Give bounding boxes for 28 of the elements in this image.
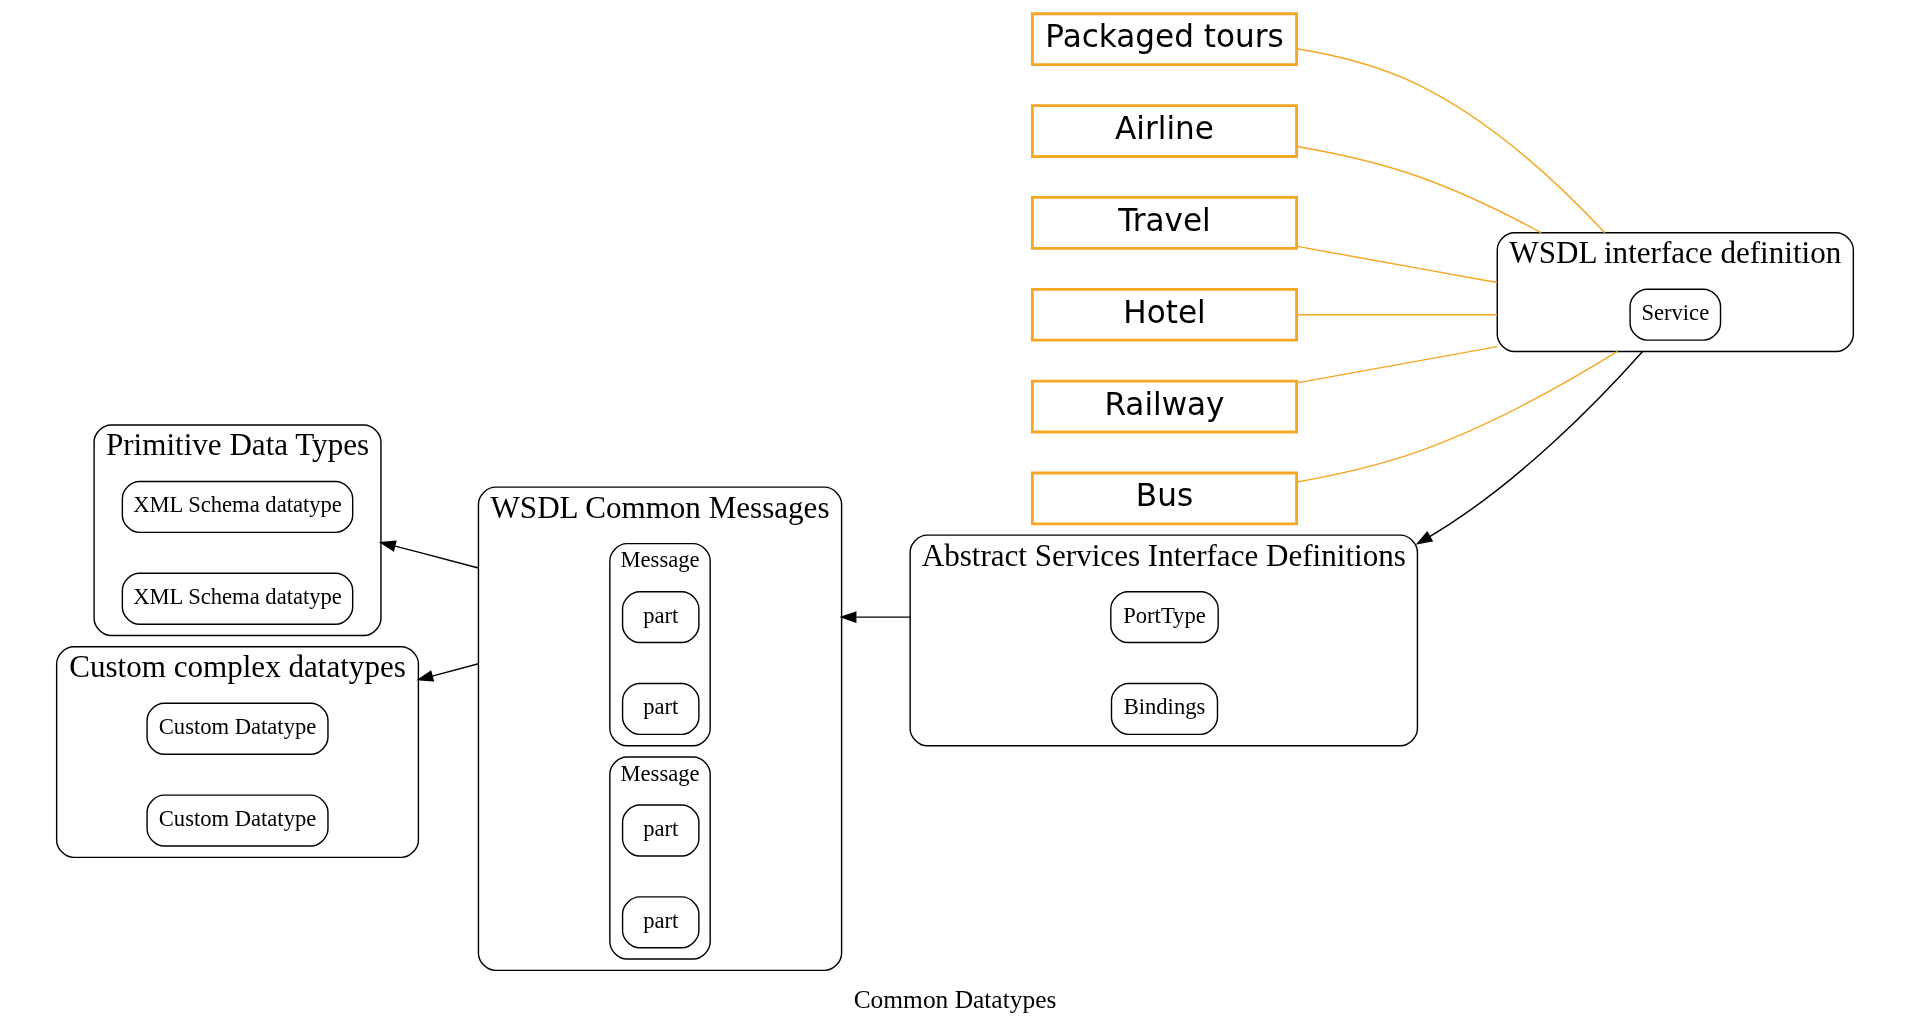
connector [1296, 350, 1619, 483]
node-box: Packaged tours [1030, 12, 1299, 67]
node-box: XML Schema datatype [121, 480, 354, 534]
node-box: Airline [1030, 104, 1299, 158]
node-box: Bindings [1110, 682, 1219, 736]
node-box: Custom Datatype [146, 794, 329, 847]
connector [1296, 314, 1498, 316]
node-box: part [621, 682, 700, 736]
node-box: Custom Datatype [146, 702, 329, 755]
connector [1296, 245, 1498, 284]
node-box: part [621, 591, 700, 644]
arrow [1415, 350, 1644, 545]
node-box: Service [1629, 288, 1722, 341]
node-box: Hotel [1030, 287, 1299, 342]
node-box: PortType [1110, 591, 1219, 644]
node-box: Railway [1030, 379, 1299, 434]
node-box: part [621, 804, 700, 857]
arrow [839, 611, 911, 624]
node-box: Bus [1030, 471, 1299, 526]
connector [1296, 345, 1498, 384]
caption: Common Datatypes [853, 984, 1057, 1014]
connector [1296, 48, 1606, 234]
node-box: Travel [1030, 196, 1299, 250]
node-box: part [621, 896, 700, 949]
arrow [416, 663, 480, 682]
connector [1296, 145, 1542, 234]
arrow [378, 540, 480, 569]
node-box: XML Schema datatype [121, 572, 354, 625]
